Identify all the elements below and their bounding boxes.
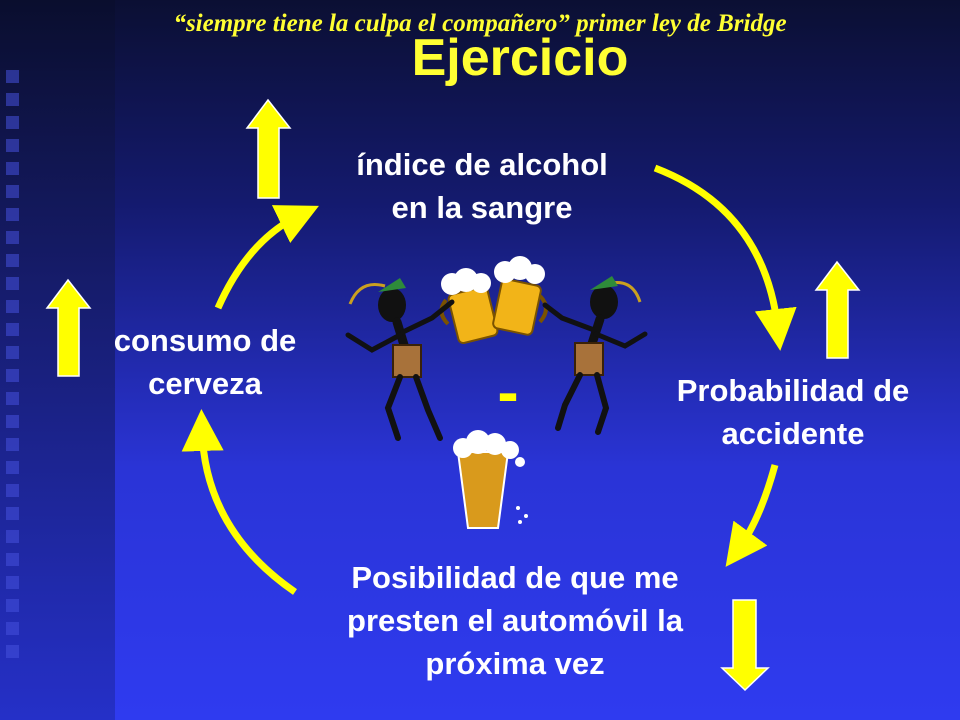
node-consumo-line1: consumo de <box>113 323 297 358</box>
node-posibilidad-line3: próxima vez <box>425 645 605 681</box>
down-arrow-icon <box>720 599 770 692</box>
cycle-arrow-alcohol-to-probabilidad <box>653 164 797 351</box>
beer-glass-icon <box>453 430 528 529</box>
node-probabilidad-line1: Probabilidad de <box>676 373 910 408</box>
node-probabilidad-line2: accidente <box>721 415 865 451</box>
up-arrow-icon <box>814 260 861 359</box>
left-decorative-band <box>0 0 115 720</box>
node-posibilidad-line2: presten el automóvil la <box>347 602 683 638</box>
cycle-arrow-probabilidad-to-posibilidad <box>725 464 779 567</box>
node-alcohol-line2: en la sangre <box>391 189 573 225</box>
up-arrow-icon <box>45 278 92 377</box>
node-accident-probability: Probabilidad de accidente <box>638 370 948 456</box>
node-car-lending-possibility: Posibilidad de que me presten el automóv… <box>290 557 740 685</box>
node-posibilidad-line1: Posibilidad de que me <box>351 560 679 595</box>
cycle-arrow-consumo-to-alcohol <box>214 205 319 310</box>
node-beer-consumption: consumo de cerveza <box>85 320 325 406</box>
node-consumo-line2: cerveza <box>148 365 262 401</box>
up-arrow-icon <box>245 98 292 199</box>
cycle-arrow-posibilidad-to-consumo <box>181 409 297 595</box>
slide-title: Ejercicio <box>411 29 629 87</box>
dancer-left-figure <box>345 278 455 441</box>
center-minus-sign: - <box>497 356 519 428</box>
dancer-right-figure <box>542 276 648 435</box>
node-alcohol-line1: índice de alcohol <box>356 147 608 182</box>
beer-mugs-icon <box>439 256 548 345</box>
slide-quote: “siempre tiene la culpa el compañero” pr… <box>173 10 787 37</box>
node-alcohol-level: índice de alcohol en la sangre <box>312 144 652 230</box>
decorative-squares <box>6 70 30 668</box>
